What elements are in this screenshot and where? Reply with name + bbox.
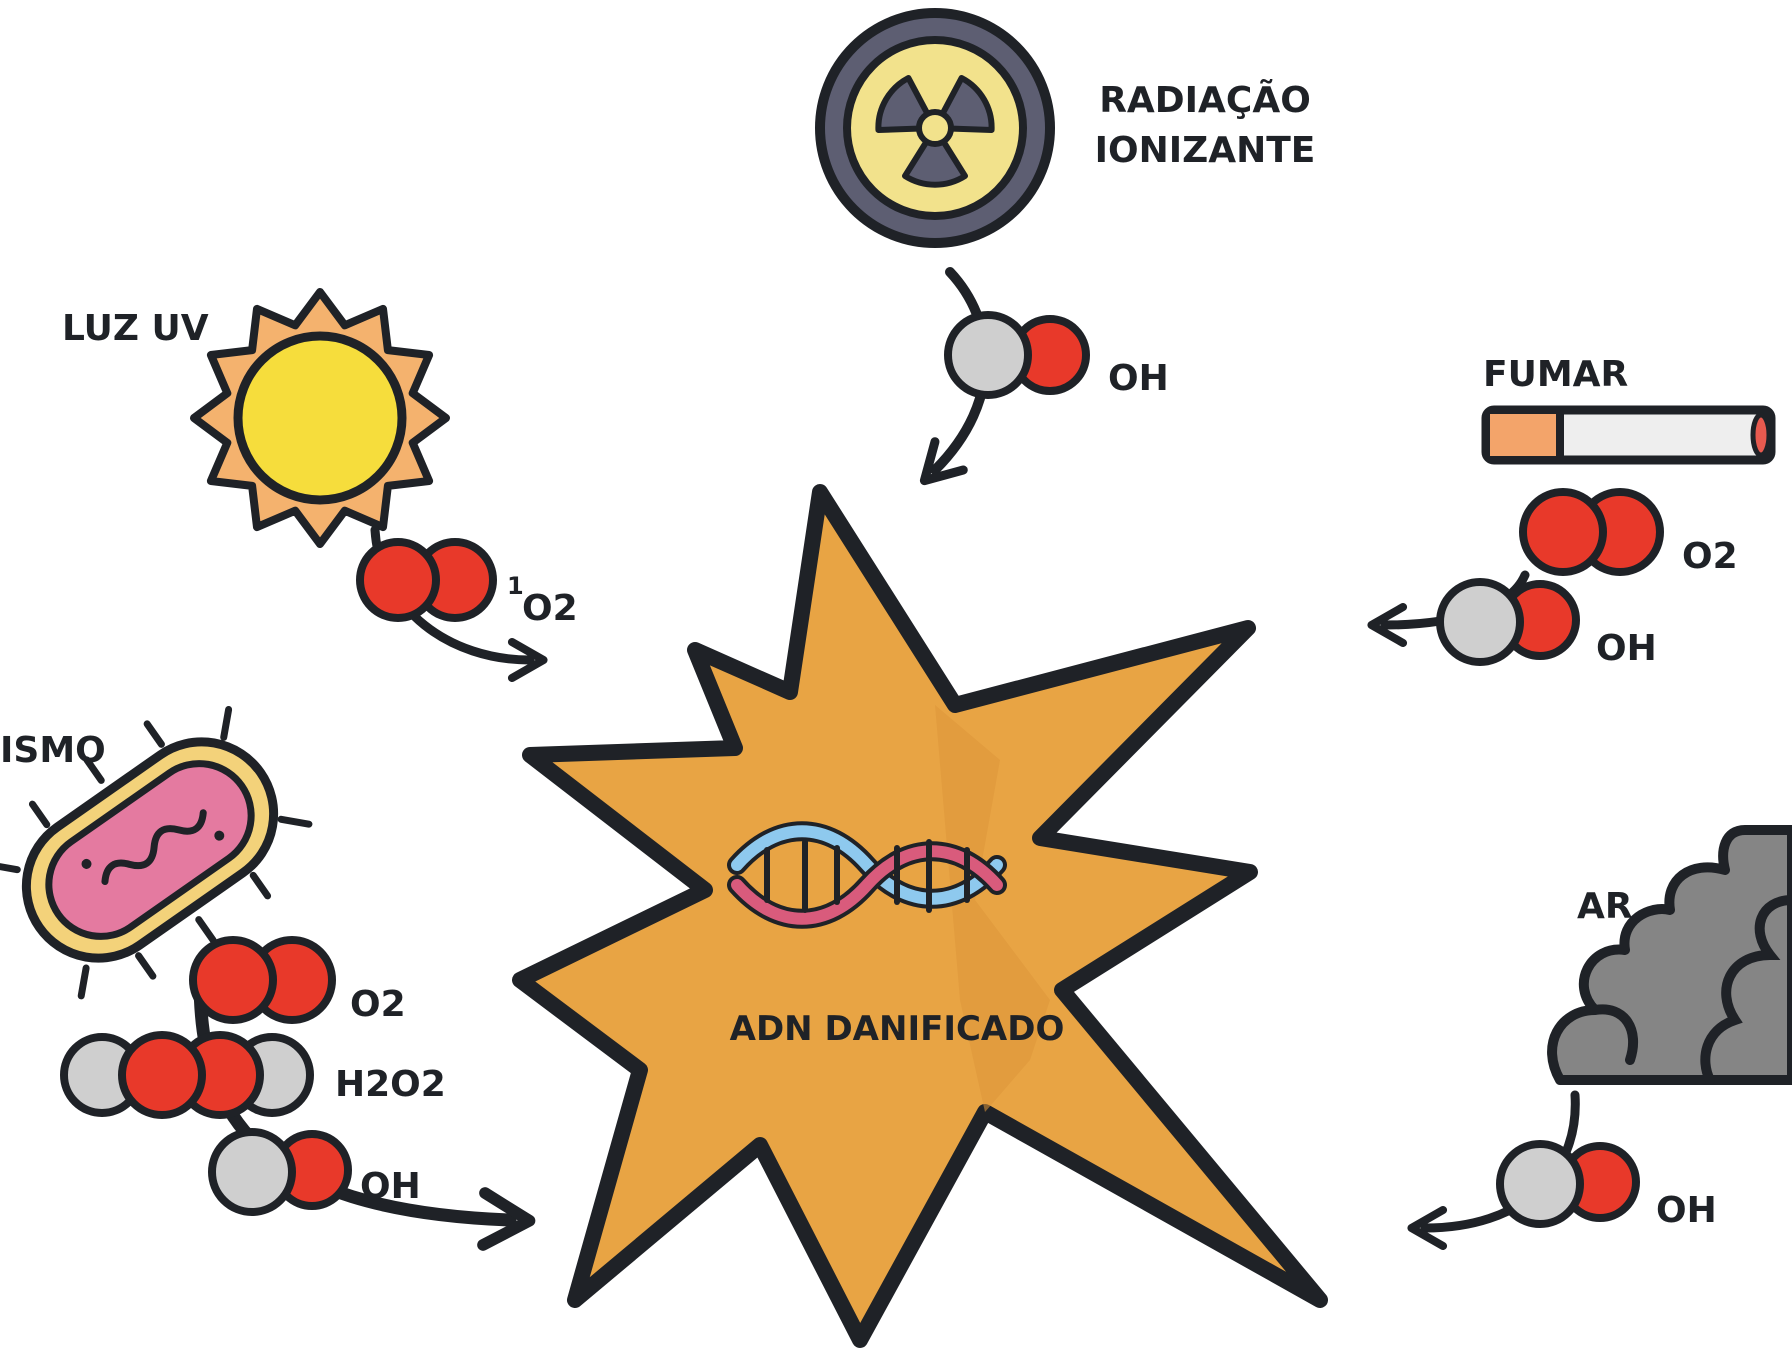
singlet-oxygen-molecule <box>356 538 497 622</box>
smoking-oh-label: OH <box>1596 628 1657 669</box>
smoking-o2-label: O2 <box>1682 536 1738 577</box>
smoking-label: FUMAR <box>1483 354 1628 395</box>
sun-icon <box>190 288 450 548</box>
smoking-oxygen-molecule <box>1519 488 1664 576</box>
air-label: AR <box>1577 886 1633 927</box>
air-pollution-source: AR OH <box>1407 825 1792 1251</box>
ionizing-radiation-source: RADIAÇÃO IONIZANTE OH <box>815 8 1316 486</box>
center-label: ADN DANIFICADO <box>730 1009 1065 1049</box>
organism-hydroxyl-molecule <box>208 1128 352 1216</box>
damaged-dna-burst: ADN DANIFICADO <box>512 484 1328 1348</box>
smoke-cloud-icon <box>1547 825 1792 1085</box>
radiation-label-line2: IONIZANTE <box>1095 130 1316 171</box>
organism-o2-label: O2 <box>350 984 406 1025</box>
air-hydroxyl-molecule <box>1496 1140 1640 1228</box>
cigarette-icon <box>1481 405 1776 465</box>
uv-label: LUZ UV <box>62 308 209 349</box>
air-oh-label: OH <box>1656 1190 1717 1231</box>
radiation-label-line1: RADIAÇÃO <box>1099 79 1311 121</box>
uv-light-source: LUZ UV 1 O2 <box>62 288 578 683</box>
uv-o2-label: O2 <box>522 588 578 629</box>
radiation-oh-label: OH <box>1108 358 1169 399</box>
organism-oxygen-molecule <box>189 936 336 1024</box>
organism-oh-label: OH <box>360 1166 421 1207</box>
radiation-icon <box>815 8 1055 248</box>
burst-shadow <box>935 705 1050 1112</box>
hydroxyl-molecule <box>944 311 1090 399</box>
burst-star-shape <box>512 484 1328 1348</box>
dna-helix-icon <box>727 821 1007 929</box>
hydrogen-peroxide-molecule <box>60 1031 314 1119</box>
organism-h2o2-label: H2O2 <box>335 1064 446 1105</box>
uv-superscript: 1 <box>507 572 524 600</box>
smoking-source: FUMAR O2 OH <box>1367 354 1776 669</box>
bacterium-icon <box>0 705 313 1000</box>
microorganism-source: ISMO O2 <box>0 705 536 1251</box>
smoking-hydroxyl-molecule <box>1436 578 1580 666</box>
